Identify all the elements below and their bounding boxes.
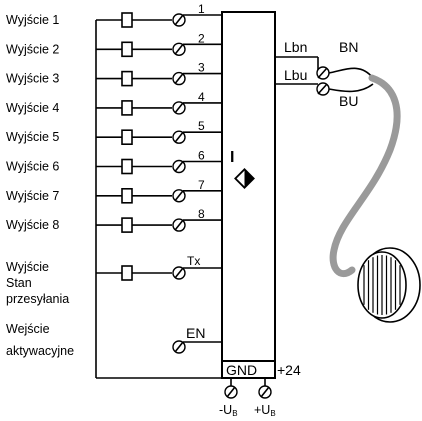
lbn-label: Lbn — [284, 39, 307, 55]
coil-icon — [357, 247, 421, 323]
output-label-3: Wyjście 3 — [6, 72, 59, 86]
en-pin-label: EN — [186, 325, 205, 341]
pin-label-1: 1 — [198, 2, 205, 16]
lbu-line: Lbu — [275, 67, 330, 96]
tx-pin-label: Tx — [187, 254, 200, 268]
bu-wire — [328, 83, 374, 93]
output-label-4: Wyjście 4 — [6, 101, 59, 115]
pin-label-5: 5 — [198, 119, 205, 133]
minus-ub-label: -UB — [219, 403, 238, 418]
pin-label-6: 6 — [198, 149, 205, 163]
bu-label: BU — [339, 93, 358, 109]
resistor-7 — [121, 188, 133, 204]
output-channel-7: 7 — [96, 178, 222, 204]
device-symbol-label: I — [230, 149, 234, 166]
pin-label-8: 8 — [198, 207, 205, 221]
output-label-2: Wyjście 2 — [6, 42, 59, 56]
output-channel-8: 8 — [96, 207, 222, 233]
tx-label-line-3: przesyłania — [6, 292, 69, 306]
tx-label-line-2: Stan — [6, 276, 32, 290]
cable — [329, 74, 401, 278]
output-labels: Wyjście 1 Wyjście 2 Wyjście 3 Wyjście 4 Wyjś… — [6, 13, 59, 232]
output-channels: 1 2 3 4 5 6 7 8 — [96, 2, 222, 233]
device-box — [221, 11, 276, 362]
pin-label-2: 2 — [198, 31, 205, 45]
output-channel-6: 6 — [96, 149, 222, 175]
en-label-line-2: aktywacyjne — [6, 344, 74, 358]
tx-label-line-1: Wyjście — [6, 260, 49, 274]
output-label-5: Wyjście 5 — [6, 130, 59, 144]
output-label-8: Wyjście 8 — [6, 218, 59, 232]
resistor-2 — [121, 41, 133, 58]
en-label-line-1: Wejście — [6, 322, 50, 336]
output-channel-4: 4 — [96, 90, 222, 116]
resistor-8 — [121, 217, 133, 233]
output-label-1: Wyjście 1 — [6, 13, 59, 27]
resistor-3 — [121, 70, 133, 87]
plus-ub-label: +UB — [254, 403, 276, 418]
lbn-line: Lbn — [275, 39, 330, 80]
resistor-1 — [121, 12, 133, 28]
resistor-5 — [121, 129, 133, 145]
output-channel-2: 2 — [96, 31, 222, 58]
en-channel: EN — [172, 325, 222, 354]
pin-label-3: 3 — [198, 61, 205, 75]
gnd-box — [221, 360, 276, 379]
pin-label-7: 7 — [198, 178, 205, 192]
gnd-label: GND — [226, 362, 257, 378]
bn-label: BN — [339, 39, 358, 55]
output-channel-1: 1 — [96, 2, 222, 28]
bn-wire — [328, 67, 374, 79]
resistor-6 — [121, 158, 133, 175]
tx-channel: Tx — [96, 254, 222, 281]
output-channel-5: 5 — [96, 119, 222, 145]
inductive-sensor-icon — [234, 168, 255, 189]
resistor-4 — [121, 100, 133, 116]
pin-label-4: 4 — [198, 90, 205, 104]
output-channel-3: 3 — [96, 61, 222, 87]
output-label-6: Wyjście 6 — [6, 160, 59, 174]
plus24-label: +24 — [277, 362, 301, 378]
output-label-7: Wyjście 7 — [6, 189, 59, 203]
tx-resistor — [121, 265, 133, 281]
lbu-label: Lbu — [284, 67, 307, 83]
